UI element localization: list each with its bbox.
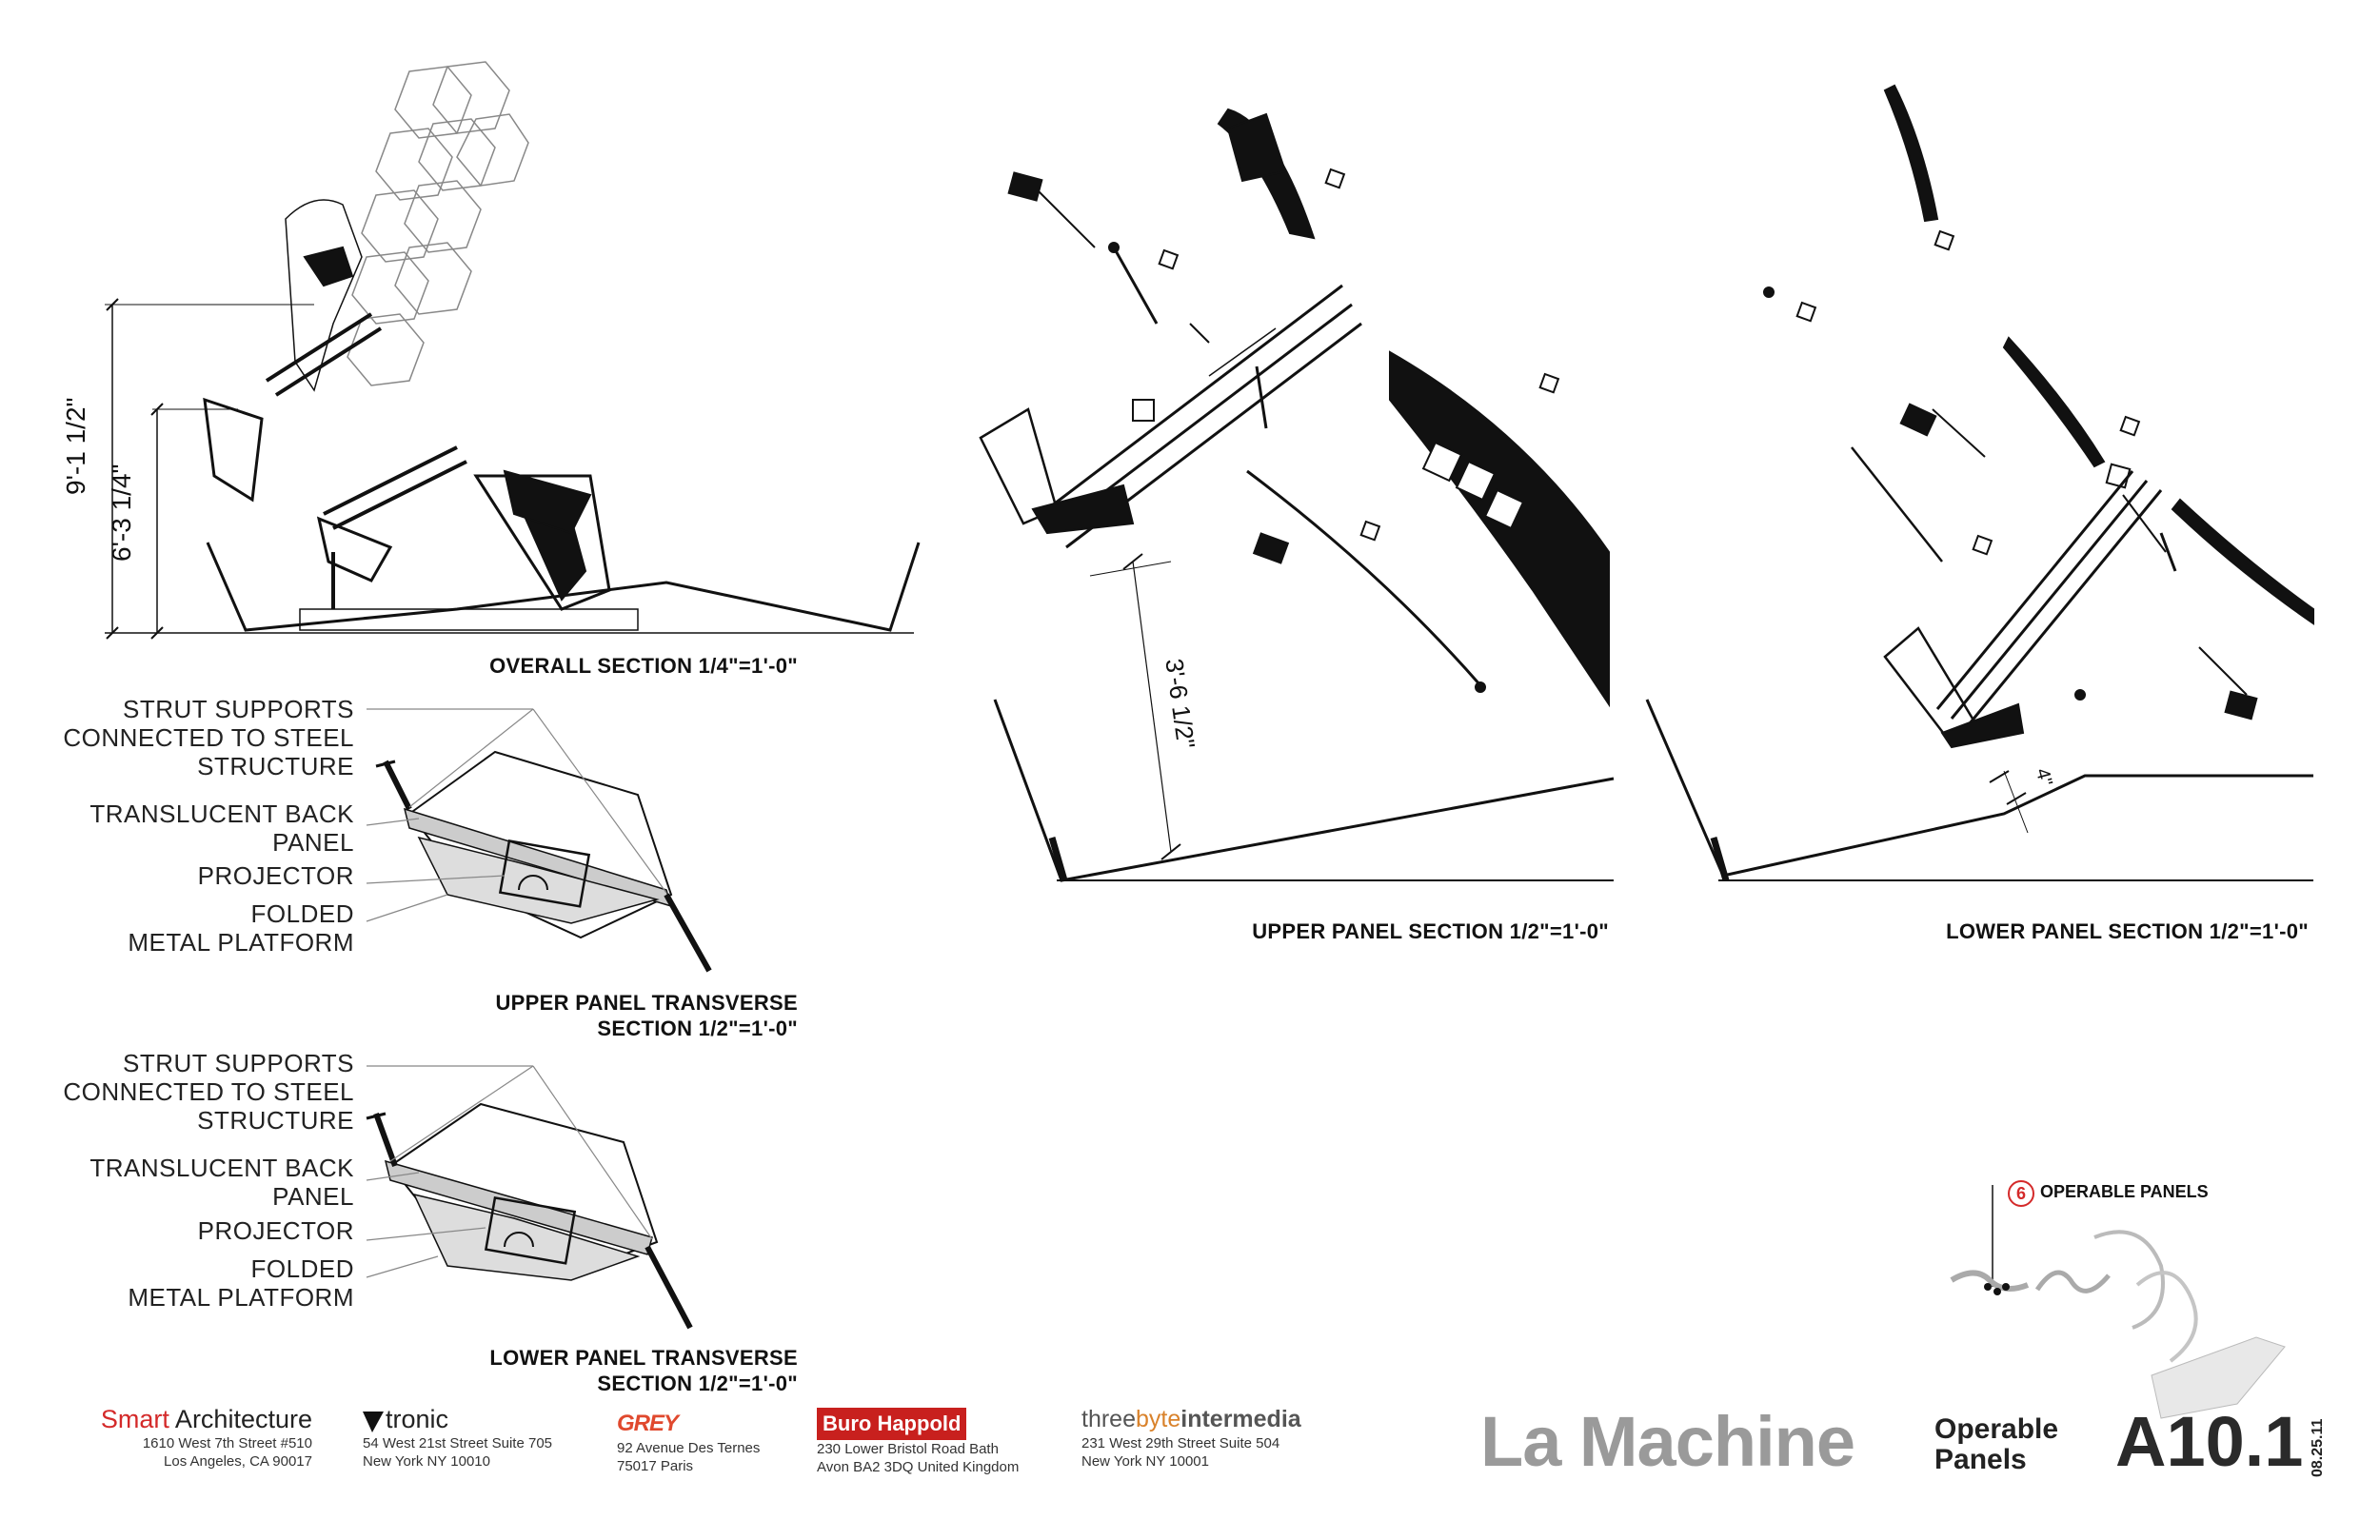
lower-transverse-drawing bbox=[366, 1065, 693, 1330]
lower-translucent-label: TRANSLUCENT BACK PANEL bbox=[40, 1154, 354, 1211]
upper-strut-text: STRUT SUPPORTS CONNECTED TO STEEL STRUCT… bbox=[63, 695, 354, 780]
firm-tronic: tronic 54 West 21st Street Suite 705 New… bbox=[363, 1404, 582, 1471]
upper-translucent-label: TRANSLUCENT BACK PANEL bbox=[40, 800, 354, 857]
sheet-number: A10.1 bbox=[2115, 1402, 2304, 1481]
firm-grey-name: GREY bbox=[617, 1407, 798, 1439]
upper-transverse-caption-line1: UPPER PANEL TRANSVERSE bbox=[495, 991, 798, 1015]
lower-transverse-caption: LOWER PANEL TRANSVERSE SECTION 1/2"=1'-0… bbox=[489, 1345, 798, 1396]
lower-translucent-text: TRANSLUCENT BACK PANEL bbox=[89, 1154, 354, 1211]
lower-platform-label: FOLDED METAL PLATFORM bbox=[40, 1254, 354, 1312]
firm-threebyte: threebyteintermedia 231 West 29th Street… bbox=[1081, 1404, 1329, 1471]
sheet-title: Operable Panels bbox=[1934, 1414, 2058, 1475]
upper-projector-label: PROJECTOR bbox=[40, 861, 354, 890]
firm-buro-happold: Buro Happold 230 Lower Bristol Road Bath… bbox=[817, 1407, 1055, 1476]
firm-tronic-name: tronic bbox=[363, 1404, 582, 1434]
lower-panel-section-drawing bbox=[1645, 84, 2314, 881]
firm-logos-art bbox=[363, 1412, 384, 1432]
firm-grey-logo: GREY bbox=[617, 1411, 679, 1436]
firm-smart-name-a: Smart bbox=[100, 1405, 169, 1433]
lower-transverse-caption-line1: LOWER PANEL TRANSVERSE bbox=[489, 1346, 798, 1370]
lower-strut-label: STRUT SUPPORTS CONNECTED TO STEEL STRUCT… bbox=[40, 1049, 354, 1135]
firm-buro-name: Buro Happold bbox=[817, 1407, 1055, 1440]
upper-translucent-text: TRANSLUCENT BACK PANEL bbox=[89, 800, 354, 857]
upper-projector-text: PROJECTOR bbox=[197, 861, 354, 890]
firm-grey-address1: 92 Avenue Des Ternes bbox=[617, 1440, 761, 1456]
upper-platform-label: FOLDED METAL PLATFORM bbox=[40, 899, 354, 957]
lower-projector-label: PROJECTOR bbox=[40, 1216, 354, 1245]
firm-smart-name: Smart Architecture bbox=[84, 1404, 312, 1434]
upper-strut-label: STRUT SUPPORTS CONNECTED TO STEEL STRUCT… bbox=[40, 695, 354, 780]
key-plan-drawing bbox=[1950, 1185, 2286, 1419]
firm-threebyte-address1: 231 West 29th Street Suite 504 bbox=[1081, 1435, 1280, 1451]
sheet-title-line2: Panels bbox=[1934, 1444, 2027, 1475]
firm-tronic-address2: New York NY 10010 bbox=[363, 1453, 490, 1470]
upper-transverse-caption-line2: SECTION 1/2"=1'-0" bbox=[597, 1017, 798, 1040]
firm-smart-address1: 1610 West 7th Street #510 bbox=[142, 1435, 312, 1451]
overall-section-caption: OVERALL SECTION 1/4"=1'-0" bbox=[489, 654, 798, 678]
sheet-title-line1: Operable bbox=[1934, 1413, 2059, 1445]
lower-transverse-caption-line2: SECTION 1/2"=1'-0" bbox=[597, 1372, 798, 1395]
upper-transverse-caption: UPPER PANEL TRANSVERSE SECTION 1/2"=1'-0… bbox=[495, 990, 798, 1041]
firm-threebyte-address2: New York NY 10001 bbox=[1081, 1453, 1209, 1470]
firm-tronic-address1: 54 West 21st Street Suite 705 bbox=[363, 1435, 553, 1451]
firm-threebyte-name-a: three bbox=[1081, 1406, 1136, 1432]
lower-platform-text: FOLDED METAL PLATFORM bbox=[128, 1254, 354, 1312]
firm-grey-address2: 75017 Paris bbox=[617, 1458, 694, 1474]
overall-partial-dimension: 6'-3 1/4" bbox=[107, 464, 136, 562]
firm-threebyte-name-c: intermedia bbox=[1180, 1406, 1301, 1432]
firm-smart-architecture: Smart Architecture 1610 West 7th Street … bbox=[84, 1404, 312, 1471]
overall-total-dimension: 9'-1 1/2" bbox=[61, 397, 90, 495]
firm-threebyte-name: threebyteintermedia bbox=[1081, 1404, 1329, 1434]
upper-panel-section-drawing bbox=[979, 108, 1615, 882]
firm-buro-address1: 230 Lower Bristol Road Bath bbox=[817, 1441, 999, 1457]
firm-smart-name-b: Architecture bbox=[169, 1405, 312, 1433]
firm-threebyte-name-b: byte bbox=[1135, 1406, 1181, 1432]
firm-grey: GREY 92 Avenue Des Ternes 75017 Paris bbox=[617, 1407, 798, 1475]
upper-transverse-drawing bbox=[366, 708, 712, 973]
upper-panel-section-caption: UPPER PANEL SECTION 1/2"=1'-0" bbox=[1252, 919, 1609, 943]
lower-panel-section-caption: LOWER PANEL SECTION 1/2"=1'-0" bbox=[1946, 919, 2309, 943]
firm-buro-address2: Avon BA2 3DQ United Kingdom bbox=[817, 1459, 1020, 1475]
lower-strut-text: STRUT SUPPORTS CONNECTED TO STEEL STRUCT… bbox=[63, 1049, 354, 1135]
project-title: La Machine bbox=[1480, 1402, 1855, 1481]
firm-smart-address2: Los Angeles, CA 90017 bbox=[164, 1453, 312, 1470]
firm-tronic-name-text: tronic bbox=[386, 1405, 449, 1433]
firm-buro-logo: Buro Happold bbox=[817, 1408, 967, 1440]
key-plan-badge: 6 bbox=[2008, 1180, 2034, 1207]
sheet-date: 08.25.11 bbox=[2310, 1418, 2326, 1477]
upper-platform-text: FOLDED METAL PLATFORM bbox=[128, 899, 354, 957]
lower-projector-text: PROJECTOR bbox=[197, 1216, 354, 1245]
key-plan-label: OPERABLE PANELS bbox=[2040, 1182, 2209, 1201]
overall-section-drawing bbox=[105, 61, 921, 640]
